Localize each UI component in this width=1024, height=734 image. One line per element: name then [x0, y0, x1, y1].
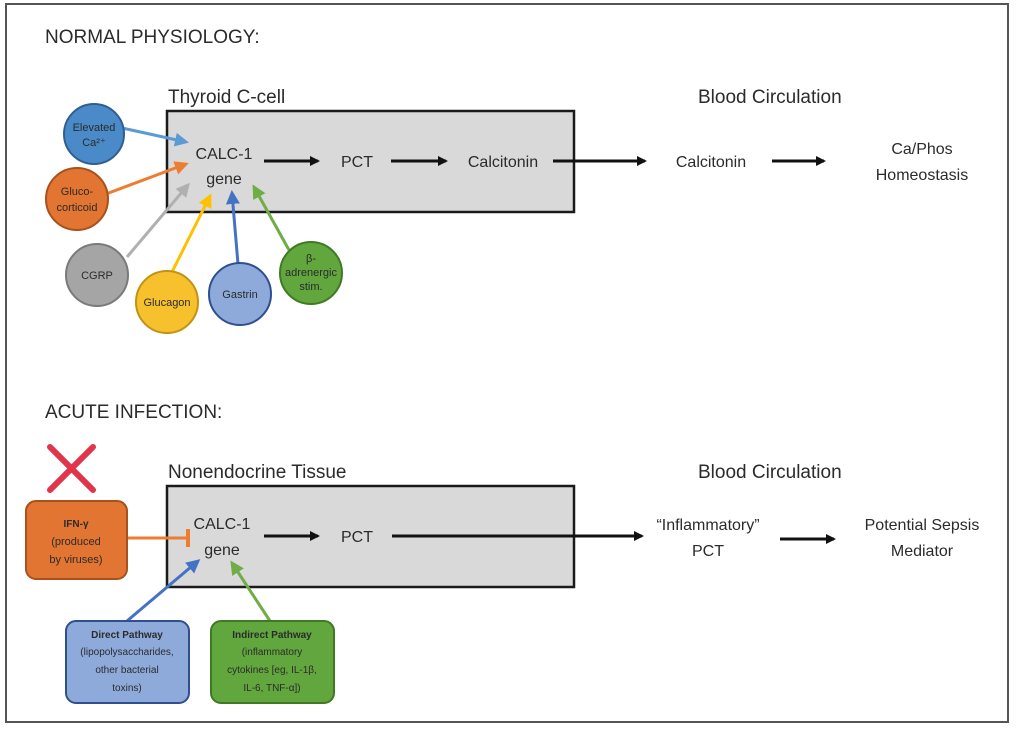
- arrow-direct-pathway: [126, 559, 201, 623]
- svg-text:corticoid: corticoid: [57, 202, 98, 214]
- acute-infection-section: ACUTE INFECTION: Nonendocrine Tissue Blo…: [25, 402, 980, 704]
- blood-circulation-label-infection: Blood Circulation: [698, 462, 842, 483]
- svg-text:Indirect Pathway: Indirect Pathway: [232, 630, 312, 641]
- stimulus-elevated-ca: Elevated Ca²⁺: [63, 103, 125, 165]
- arrow-beta-adrenergic: [252, 184, 291, 251]
- stimulus-beta-adrenergic: β- adrenergic stim.: [279, 241, 343, 305]
- svg-text:IFN-γ: IFN-γ: [64, 519, 89, 530]
- pct-label-normal: PCT: [341, 154, 373, 171]
- svg-text:by viruses): by viruses): [49, 554, 102, 566]
- inflammatory-pct-line1: “Inflammatory”: [656, 517, 759, 534]
- outcome-line2-normal: Homeostasis: [876, 167, 968, 184]
- arrow-glucagon: [170, 193, 212, 273]
- arrow-indirect-pathway: [230, 560, 272, 622]
- calc1-gene-label-line1: CALC-1: [196, 146, 253, 163]
- arrow-glucocorticoid: [105, 161, 189, 196]
- stimulus-gastrin: Gastrin: [208, 262, 272, 326]
- thyroid-c-cell-label: Thyroid C-cell: [168, 87, 285, 108]
- pct-label-infection: PCT: [341, 529, 373, 546]
- svg-text:adrenergic: adrenergic: [285, 267, 337, 279]
- svg-text:other bacterial: other bacterial: [95, 665, 158, 676]
- indirect-pathway-box: Indirect Pathway (inflammatory cytokines…: [210, 620, 335, 704]
- outcome-line1-infection: Potential Sepsis: [865, 517, 980, 534]
- direct-pathway-box: Direct Pathway (lipopolysaccharides, oth…: [65, 620, 190, 704]
- normal-physiology-section: NORMAL PHYSIOLOGY: Thyroid C-cell Blood …: [45, 27, 968, 334]
- outcome-line2-infection: Mediator: [891, 543, 954, 560]
- arrow-cgrp: [125, 182, 190, 258]
- svg-text:(inflammatory: (inflammatory: [242, 647, 303, 658]
- svg-text:Gastrin: Gastrin: [222, 289, 257, 301]
- calcitonin-blood-label: Calcitonin: [676, 154, 746, 171]
- svg-text:cytokines [eg, IL-1β,: cytokines [eg, IL-1β,: [227, 665, 317, 676]
- arrow-gastrin: [225, 190, 240, 265]
- svg-text:CGRP: CGRP: [81, 270, 113, 282]
- outcome-line1-normal: Ca/Phos: [891, 141, 952, 158]
- svg-text:IL-6, TNF-α]): IL-6, TNF-α]): [243, 683, 300, 694]
- nonendocrine-tissue-label: Nonendocrine Tissue: [168, 462, 347, 483]
- blocked-x-icon: [47, 444, 96, 493]
- svg-text:Elevated: Elevated: [73, 122, 116, 134]
- svg-text:stim.: stim.: [299, 281, 322, 293]
- ifn-gamma-box: IFN-γ (produced by viruses): [25, 500, 128, 580]
- acute-infection-title: ACUTE INFECTION:: [45, 402, 222, 423]
- svg-text:(lipopolysaccharides,: (lipopolysaccharides,: [80, 647, 173, 658]
- stimulus-glucocorticoid: Gluco- corticoid: [45, 167, 109, 231]
- calcitonin-cell-label: Calcitonin: [468, 154, 538, 171]
- svg-text:Ca²⁺: Ca²⁺: [82, 137, 106, 149]
- stimulus-cgrp: CGRP: [65, 243, 129, 307]
- svg-text:Gluco-: Gluco-: [61, 186, 94, 198]
- calc1-gene-label-line2: gene: [206, 171, 242, 188]
- inflammatory-pct-line2: PCT: [692, 543, 724, 560]
- svg-text:β-: β-: [306, 253, 316, 265]
- calc1-gene-infection-line2: gene: [204, 542, 240, 559]
- inhibition-line-ifn: [128, 529, 190, 547]
- calc1-gene-infection-line1: CALC-1: [194, 516, 251, 533]
- blood-circulation-label-normal: Blood Circulation: [698, 87, 842, 108]
- normal-physiology-title: NORMAL PHYSIOLOGY:: [45, 27, 260, 48]
- svg-text:Direct Pathway: Direct Pathway: [91, 630, 163, 641]
- svg-text:toxins): toxins): [112, 683, 141, 694]
- svg-text:(produced: (produced: [51, 536, 101, 548]
- arrow-elevated-ca: [121, 126, 189, 147]
- svg-text:Glucagon: Glucagon: [143, 297, 190, 309]
- stimulus-glucagon: Glucagon: [135, 270, 199, 334]
